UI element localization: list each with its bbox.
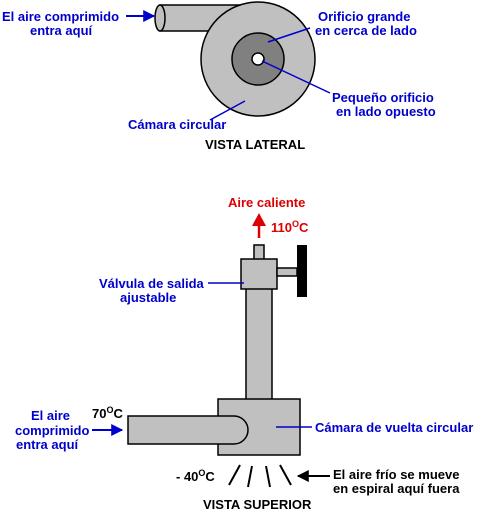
inlet-temp-value: 70 [92,406,106,421]
side-view-title: VISTA LATERAL [205,137,305,152]
top-inlet-pipe [127,415,249,445]
valve-label-1: Válvula de salida [99,276,205,291]
inlet-temp-unit: C [113,406,123,421]
side-large-orifice-pointer [267,27,311,43]
top-inlet-label-3: entra aquí [16,437,79,452]
side-inlet-label-1: El aire comprimido [2,9,119,24]
side-large-orifice-label-2: en cerca de lado [315,23,417,38]
side-small-orifice-label-1: Pequeño orificio [332,90,434,105]
top-view: Aire caliente 110OC Válvula de salida aj… [15,195,473,512]
cold-streak-3 [265,465,271,488]
hot-outlet-nozzle [253,244,265,261]
valve-knob-icon [297,245,307,297]
side-chamber-pointer [209,100,246,121]
top-inlet-label-2: comprimido [15,423,89,438]
side-view: El aire comprimido entra aquí Orificio g… [2,1,436,152]
cold-air-label-2: en espiral aquí fuera [333,481,460,496]
hot-temp-label: 110OC [271,219,309,235]
hot-temp-degree: O [292,219,299,229]
hot-air-label: Aire caliente [228,195,305,210]
hot-temp-value: 110 [271,220,292,235]
valve-label-2: ajustable [120,290,176,305]
side-small-orifice-pointer [261,60,331,94]
adjustable-valve [240,258,278,290]
hot-air-arrowhead [252,213,266,226]
cold-air-label-1: El aire frío se mueve [333,467,459,482]
valve-stem [276,267,298,277]
cold-streak-1 [228,464,241,486]
cold-temp-unit: C [205,469,215,484]
side-small-orifice-label-2: en lado opuesto [336,104,436,119]
hot-tube [245,287,273,401]
hot-temp-unit: C [299,220,309,235]
cold-temp-label: - 40OC [176,468,215,484]
side-large-orifice-label-1: Orificio grande [318,9,410,24]
inlet-temp-degree: O [106,405,113,415]
top-view-title: VISTA SUPERIOR [203,497,312,512]
top-inlet-label-1: El aire [31,408,70,423]
cold-streak-4 [279,464,292,486]
cold-temp-value: - 40 [176,469,198,484]
side-inlet-pipe-end [154,4,166,32]
cold-streak-2 [247,465,253,488]
side-chamber-label: Cámara circular [128,117,226,132]
inlet-temp-label: 70OC [92,405,123,421]
chamber-label: Cámara de vuelta circular [315,420,473,435]
side-inlet-label-2: entra aquí [30,23,93,38]
side-small-orifice [251,52,265,66]
cold-temp-degree: O [198,468,205,478]
